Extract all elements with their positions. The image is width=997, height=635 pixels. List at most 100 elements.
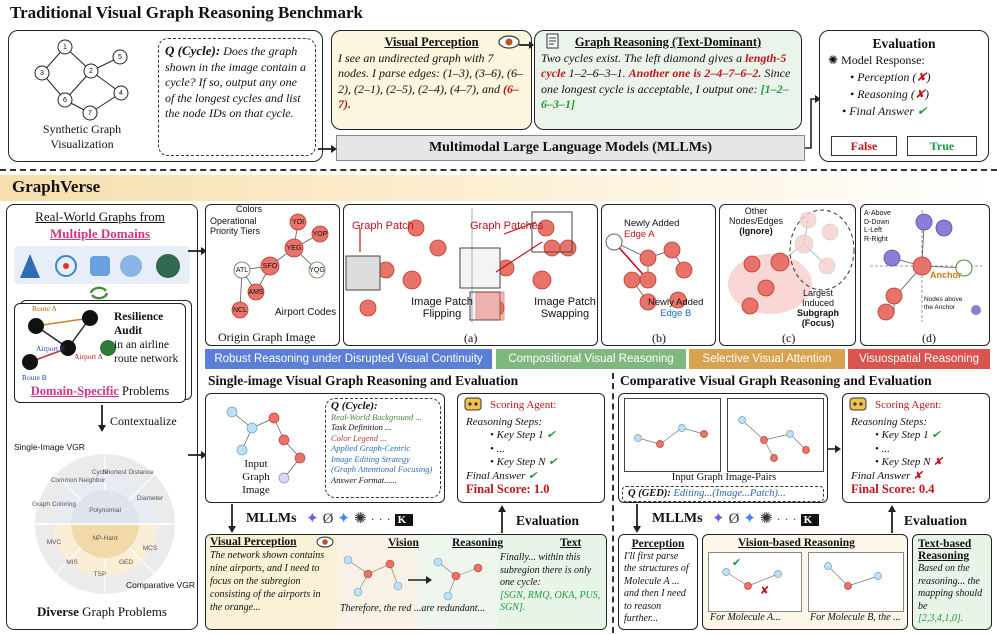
node-label: 1 bbox=[63, 44, 67, 51]
reasoning-title: Graph Reasoning (Text-Dominant) bbox=[574, 35, 762, 49]
direction-item: A-Above bbox=[864, 210, 891, 217]
airline-card bbox=[14, 303, 186, 403]
other-nodes-line: Nodes/Edges bbox=[728, 216, 784, 226]
airport-node: ATL bbox=[236, 267, 248, 274]
model-logos: ✦Ø✦✺···K bbox=[712, 509, 820, 528]
perception-title: Visual Perception bbox=[384, 35, 479, 49]
vp-text: The network shown contains nine airports… bbox=[210, 550, 325, 613]
wheel-label: Graph Coloring bbox=[32, 501, 76, 508]
arrow bbox=[188, 451, 207, 459]
text-col bbox=[498, 535, 606, 629]
problem-wheel: Cycle Shortest Distance Diameter Common … bbox=[32, 454, 175, 594]
key-step: ... bbox=[496, 442, 505, 455]
reasoning-highlight: length-5 cycle bbox=[541, 50, 787, 81]
panel-b bbox=[601, 204, 716, 346]
synthetic-caption: Synthetic Graph Visualization bbox=[22, 122, 142, 152]
comp-vision-b bbox=[808, 552, 904, 612]
wheel-label: Polynomial bbox=[89, 507, 121, 514]
resilience-line: in an airline bbox=[114, 339, 169, 351]
reasoning-highlight: Another one is 2–4–7–6–2. bbox=[628, 66, 762, 80]
robot-icon bbox=[464, 397, 482, 411]
molecule-icon bbox=[55, 255, 77, 277]
resilience-line: route network bbox=[114, 353, 179, 365]
eye-icon bbox=[498, 35, 520, 49]
arrow-up bbox=[498, 505, 506, 533]
scoring-label: Scoring Agent: bbox=[875, 399, 942, 411]
origin-graph: YOI YOP YEG ATL SFO YQG AMS NCL bbox=[231, 213, 329, 319]
airport-icon bbox=[22, 354, 38, 370]
airport-node: YOI bbox=[292, 219, 304, 226]
eval-false: False bbox=[831, 136, 897, 156]
model-icon: Ø bbox=[728, 511, 744, 527]
real-world-title: Real-World Graphs from Multiple Domains bbox=[10, 208, 190, 242]
wheel-label: Shortest Distance bbox=[102, 469, 154, 476]
model-icon: ✦ bbox=[743, 511, 760, 527]
comp-perception-box: Perception I'll first parse the structur… bbox=[618, 534, 698, 630]
direction-item: R-Right bbox=[864, 235, 888, 243]
compositional-graph bbox=[605, 233, 693, 311]
wheel-label: NP-Hard bbox=[92, 535, 118, 542]
arrow-down bbox=[633, 504, 641, 533]
patch-flip-graph bbox=[345, 208, 577, 323]
airport-codes-label: Airport Codes bbox=[275, 307, 337, 318]
origin-graph-caption: Origin Graph Image bbox=[218, 330, 316, 344]
cross-icon: ✘ bbox=[913, 469, 923, 482]
final-score: Final Score: 1.0 bbox=[466, 482, 550, 496]
q-label: Q (Cycle): bbox=[331, 400, 378, 412]
panel-label-d: (d) bbox=[922, 331, 936, 345]
reasoning-answer: [1–2–6–3–1] bbox=[541, 81, 789, 112]
airport-icon bbox=[82, 310, 98, 326]
domain-specific-label: Domain-Specific bbox=[30, 384, 119, 398]
direction-item: D-Down bbox=[864, 218, 890, 226]
perception-highlight: (6–7). bbox=[338, 81, 519, 112]
document-icon bbox=[546, 33, 559, 49]
eval-item: Final Answer bbox=[849, 104, 914, 118]
comp-text-box: Text-based Reasoning Based on the reason… bbox=[912, 534, 992, 630]
wheel-label: MIS bbox=[66, 559, 78, 566]
wheel-label: Common Neighbor bbox=[51, 477, 106, 484]
flip-line: Image Patch bbox=[411, 296, 473, 308]
cross-icon: ✘ bbox=[916, 70, 927, 84]
question-box: Q (Cycle): Does the graph shown in the i… bbox=[158, 38, 316, 156]
problems-label: Problems bbox=[122, 384, 170, 398]
vision-col bbox=[338, 535, 418, 629]
text-body: Finally... within this subregion there i… bbox=[500, 552, 592, 588]
eval-true: True bbox=[907, 136, 977, 156]
airport-node: AMS bbox=[248, 289, 264, 296]
graphverse-bar bbox=[0, 175, 997, 201]
mllm-label: Multimodal Large Language Models (MLLMs) bbox=[428, 140, 713, 155]
text-label: Text bbox=[560, 537, 582, 549]
final-answer: Final Answer bbox=[466, 469, 526, 482]
direction-legend: A-Above D-Down L-Left R-Right bbox=[864, 210, 891, 244]
social-icon bbox=[90, 256, 110, 276]
eval-item: Perception bbox=[857, 70, 910, 84]
comparative-vgr-label: Comparative VGR bbox=[126, 580, 195, 590]
synthetic-caption-line: Synthetic Graph bbox=[42, 122, 122, 136]
model-icon: ··· bbox=[776, 512, 801, 526]
graph-reasoning-box: Graph Reasoning (Text-Dominant) Two cycl… bbox=[534, 30, 802, 130]
reasoning-label: Reasoning bbox=[452, 537, 504, 549]
top-heading: Traditional Visual Graph Reasoning Bench… bbox=[10, 3, 363, 22]
final-answer: Final Answer bbox=[851, 469, 911, 482]
key-step: ... bbox=[881, 442, 890, 455]
model-logos: ✦Ø✦✺···K bbox=[306, 509, 414, 528]
colors-label: Colors bbox=[236, 204, 263, 214]
model-icon: K bbox=[394, 514, 414, 526]
vp-title: Visual Perception bbox=[210, 536, 297, 548]
ged-text: Editing...(Image...Patch)... bbox=[673, 488, 786, 499]
visual-perception-box: Visual Perception I see an undirected gr… bbox=[331, 30, 532, 130]
panel-label-c: (c) bbox=[782, 331, 796, 345]
perception-text: I see an undirected graph with 7 nodes. … bbox=[338, 50, 523, 96]
real-world-line: Real-World Graphs from bbox=[35, 209, 165, 224]
shield-icon bbox=[100, 340, 116, 356]
travel-icon bbox=[120, 255, 142, 277]
comparative-question: Q (GED): Editing...(Image...Patch)... bbox=[622, 486, 824, 502]
check-icon: ✔ bbox=[916, 104, 928, 118]
text-answer: [SGN, RMQ, OKA, PUS, SGN]. bbox=[500, 589, 601, 614]
largest-line: Subgraph (Focus) bbox=[797, 308, 839, 328]
model-icon: K bbox=[800, 514, 820, 526]
swap-line: Image Patch bbox=[534, 296, 596, 308]
spatial-graph bbox=[870, 210, 982, 322]
other-nodes: Other Nodes/Edges (Ignore) bbox=[726, 206, 786, 236]
node-label: 5 bbox=[118, 54, 122, 61]
